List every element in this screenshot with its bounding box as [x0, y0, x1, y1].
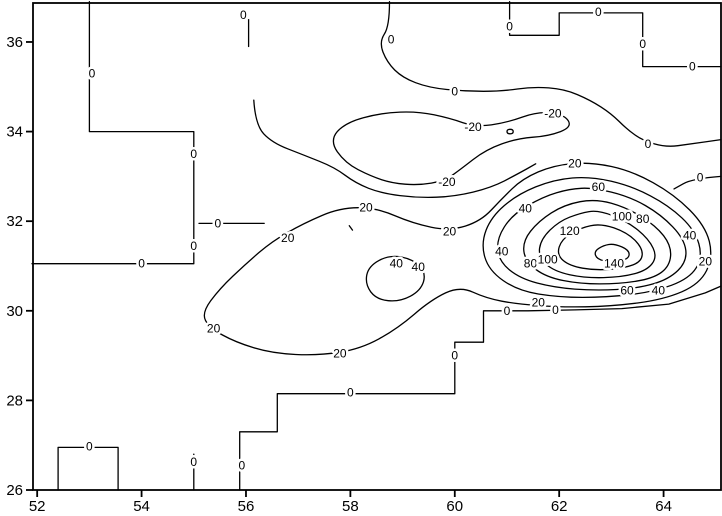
contour-label-0: 0 — [645, 137, 652, 151]
contour-line-level-140 — [594, 243, 630, 263]
x-tick-label: 62 — [551, 498, 568, 515]
contour-line-level--20 — [506, 128, 514, 135]
y-tick-label: 30 — [6, 303, 23, 320]
contour-label-20: 20 — [333, 346, 347, 360]
contour-label--20: -20 — [544, 107, 562, 121]
x-tick-label: 60 — [446, 498, 463, 515]
plot-frame — [32, 2, 722, 491]
y-tick-label: 32 — [6, 213, 23, 230]
contour-line-level-0 — [253, 99, 537, 199]
contour-label-40: 40 — [495, 245, 509, 259]
contour-label-20: 20 — [532, 296, 546, 310]
contour-line-level-0 — [31, 1, 195, 265]
contour-label--20: -20 — [438, 175, 456, 189]
contour-line-level-0 — [380, 1, 722, 147]
x-tick-label: 64 — [655, 498, 672, 515]
contour-line-level-20 — [348, 225, 354, 231]
contour-label-60: 60 — [592, 180, 606, 194]
contour-label-40: 40 — [390, 257, 404, 271]
contour-line-level-0 — [57, 446, 119, 491]
contour-label-0: 0 — [138, 257, 145, 271]
contour-label-0: 0 — [388, 33, 395, 47]
contour-label-0: 0 — [347, 385, 354, 399]
contour-label-0: 0 — [451, 84, 458, 98]
contour-label-100: 100 — [612, 210, 632, 224]
contour-label-20: 20 — [207, 322, 221, 336]
contour-label-0: 0 — [190, 455, 197, 469]
contour-line-level-40 — [482, 176, 701, 299]
contour-label-0: 0 — [89, 66, 96, 80]
contour-line-level-40 — [365, 255, 425, 302]
contour-label-0: 0 — [504, 304, 511, 318]
contour-label-40: 40 — [412, 260, 426, 274]
contour-label-0: 0 — [697, 171, 704, 185]
contour-label-0: 0 — [552, 303, 559, 317]
contour-label-0: 0 — [595, 5, 602, 19]
contour-label--20: -20 — [464, 120, 482, 134]
y-tick-label: 34 — [6, 124, 23, 141]
contour-line-level-0 — [673, 175, 722, 190]
contour-label-0: 0 — [190, 147, 197, 161]
contour-label-20: 20 — [699, 255, 713, 269]
contour-label-0: 0 — [451, 349, 458, 363]
y-tick-label: 28 — [6, 392, 23, 409]
x-tick-label: 58 — [342, 498, 359, 515]
x-tick-label: 54 — [133, 498, 150, 515]
contour-label-120: 120 — [560, 224, 580, 238]
contour-label-80: 80 — [636, 212, 650, 226]
contour-label-40: 40 — [683, 229, 697, 243]
contour-line-level-20 — [203, 162, 712, 356]
contour-label-20: 20 — [568, 156, 582, 170]
contour-label-0: 0 — [238, 458, 245, 472]
contour-label-0: 0 — [86, 440, 93, 454]
contour-label-100: 100 — [538, 252, 558, 266]
contour-label-40: 40 — [652, 284, 666, 298]
x-tick-label: 56 — [238, 498, 255, 515]
contour-label-0: 0 — [506, 19, 513, 33]
contour-label-0: 0 — [689, 60, 696, 74]
contour-label-40: 40 — [519, 202, 533, 216]
contour-label-20: 20 — [281, 231, 295, 245]
contour-line-level--20 — [332, 111, 570, 186]
contour-label-140: 140 — [604, 256, 624, 270]
contour-label-0: 0 — [240, 8, 247, 22]
contour-label-80: 80 — [524, 257, 538, 271]
contour-label-0: 0 — [214, 216, 221, 230]
y-tick-label: 36 — [6, 34, 23, 51]
contour-line-level-100 — [538, 210, 656, 279]
contour-line-level-0 — [239, 285, 722, 491]
contour-line-level-120 — [557, 224, 643, 271]
contour-label-20: 20 — [443, 224, 457, 238]
contour-label-20: 20 — [359, 201, 373, 215]
contour-label-0: 0 — [639, 37, 646, 51]
contour-label-60: 60 — [620, 284, 634, 298]
contour-label-0: 0 — [190, 239, 197, 253]
contour-line-level-80 — [523, 199, 672, 285]
contour-line-level-60 — [496, 187, 687, 291]
contour-line-level-0 — [508, 1, 722, 68]
y-tick-label: 26 — [6, 482, 23, 499]
x-tick-label: 52 — [29, 498, 46, 515]
